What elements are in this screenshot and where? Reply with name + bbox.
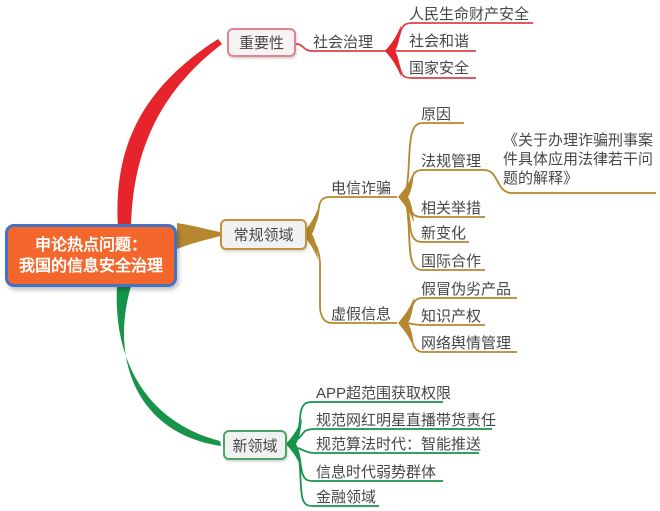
topic-related-measures[interactable]: 相关举措 bbox=[421, 200, 482, 217]
topic-new-field[interactable]: 新领域 bbox=[223, 430, 287, 460]
topic-new-changes[interactable]: 新变化 bbox=[421, 225, 467, 242]
topic-intellectual-property[interactable]: 知识产权 bbox=[421, 308, 482, 325]
topic-vulnerable-groups-information-age[interactable]: 信息时代弱势群体 bbox=[316, 464, 437, 481]
topic-telecom-fraud[interactable]: 电信诈骗 bbox=[331, 180, 392, 197]
topic-algorithm-era-smart-push[interactable]: 规范算法时代：智能推送 bbox=[316, 436, 482, 453]
topic-social-harmony[interactable]: 社会和谐 bbox=[409, 33, 470, 50]
topic-social-governance[interactable]: 社会治理 bbox=[313, 34, 374, 51]
topic-livestream-selling-responsibility[interactable]: 规范网红明星直播带货责任 bbox=[316, 412, 497, 429]
regular-brace-pinch bbox=[302, 208, 318, 260]
topic-app-excessive-permissions[interactable]: APP超范围获取权限 bbox=[316, 385, 452, 402]
importance-trunk-curve bbox=[117, 39, 222, 229]
newfield-brace-pinch bbox=[286, 418, 302, 470]
topic-financial-field[interactable]: 金融领域 bbox=[316, 489, 377, 506]
root-topic[interactable]: 申论热点问题： 我国的信息安全治理 bbox=[5, 224, 177, 287]
topic-regular-field[interactable]: 常规领域 bbox=[220, 219, 307, 250]
topic-online-opinion-management[interactable]: 网络舆情管理 bbox=[421, 335, 512, 352]
telecom-brace-pinch bbox=[398, 171, 414, 223]
topic-fraud-law-interpretation[interactable]: 《关于办理诈骗刑事案件具体应用法律若干问题的解释》 bbox=[503, 132, 654, 187]
newfield-trunk-curve bbox=[116, 286, 221, 446]
topic-regulation-management[interactable]: 法规管理 bbox=[421, 153, 482, 170]
topic-people-life-property-safety[interactable]: 人民生命财产安全 bbox=[409, 6, 530, 23]
regular-trunk-wedge bbox=[177, 223, 220, 249]
topic-importance[interactable]: 重要性 bbox=[227, 28, 296, 57]
topic-international-cooperation[interactable]: 国际合作 bbox=[421, 253, 482, 270]
fakeinfo-brace-pinch bbox=[398, 297, 414, 349]
topic-national-security[interactable]: 国家安全 bbox=[409, 60, 470, 77]
importance-brace-pinch bbox=[385, 25, 401, 77]
topic-counterfeit-products[interactable]: 假冒伪劣产品 bbox=[421, 281, 512, 298]
topic-false-information[interactable]: 虚假信息 bbox=[331, 306, 392, 323]
topic-cause[interactable]: 原因 bbox=[421, 106, 452, 123]
